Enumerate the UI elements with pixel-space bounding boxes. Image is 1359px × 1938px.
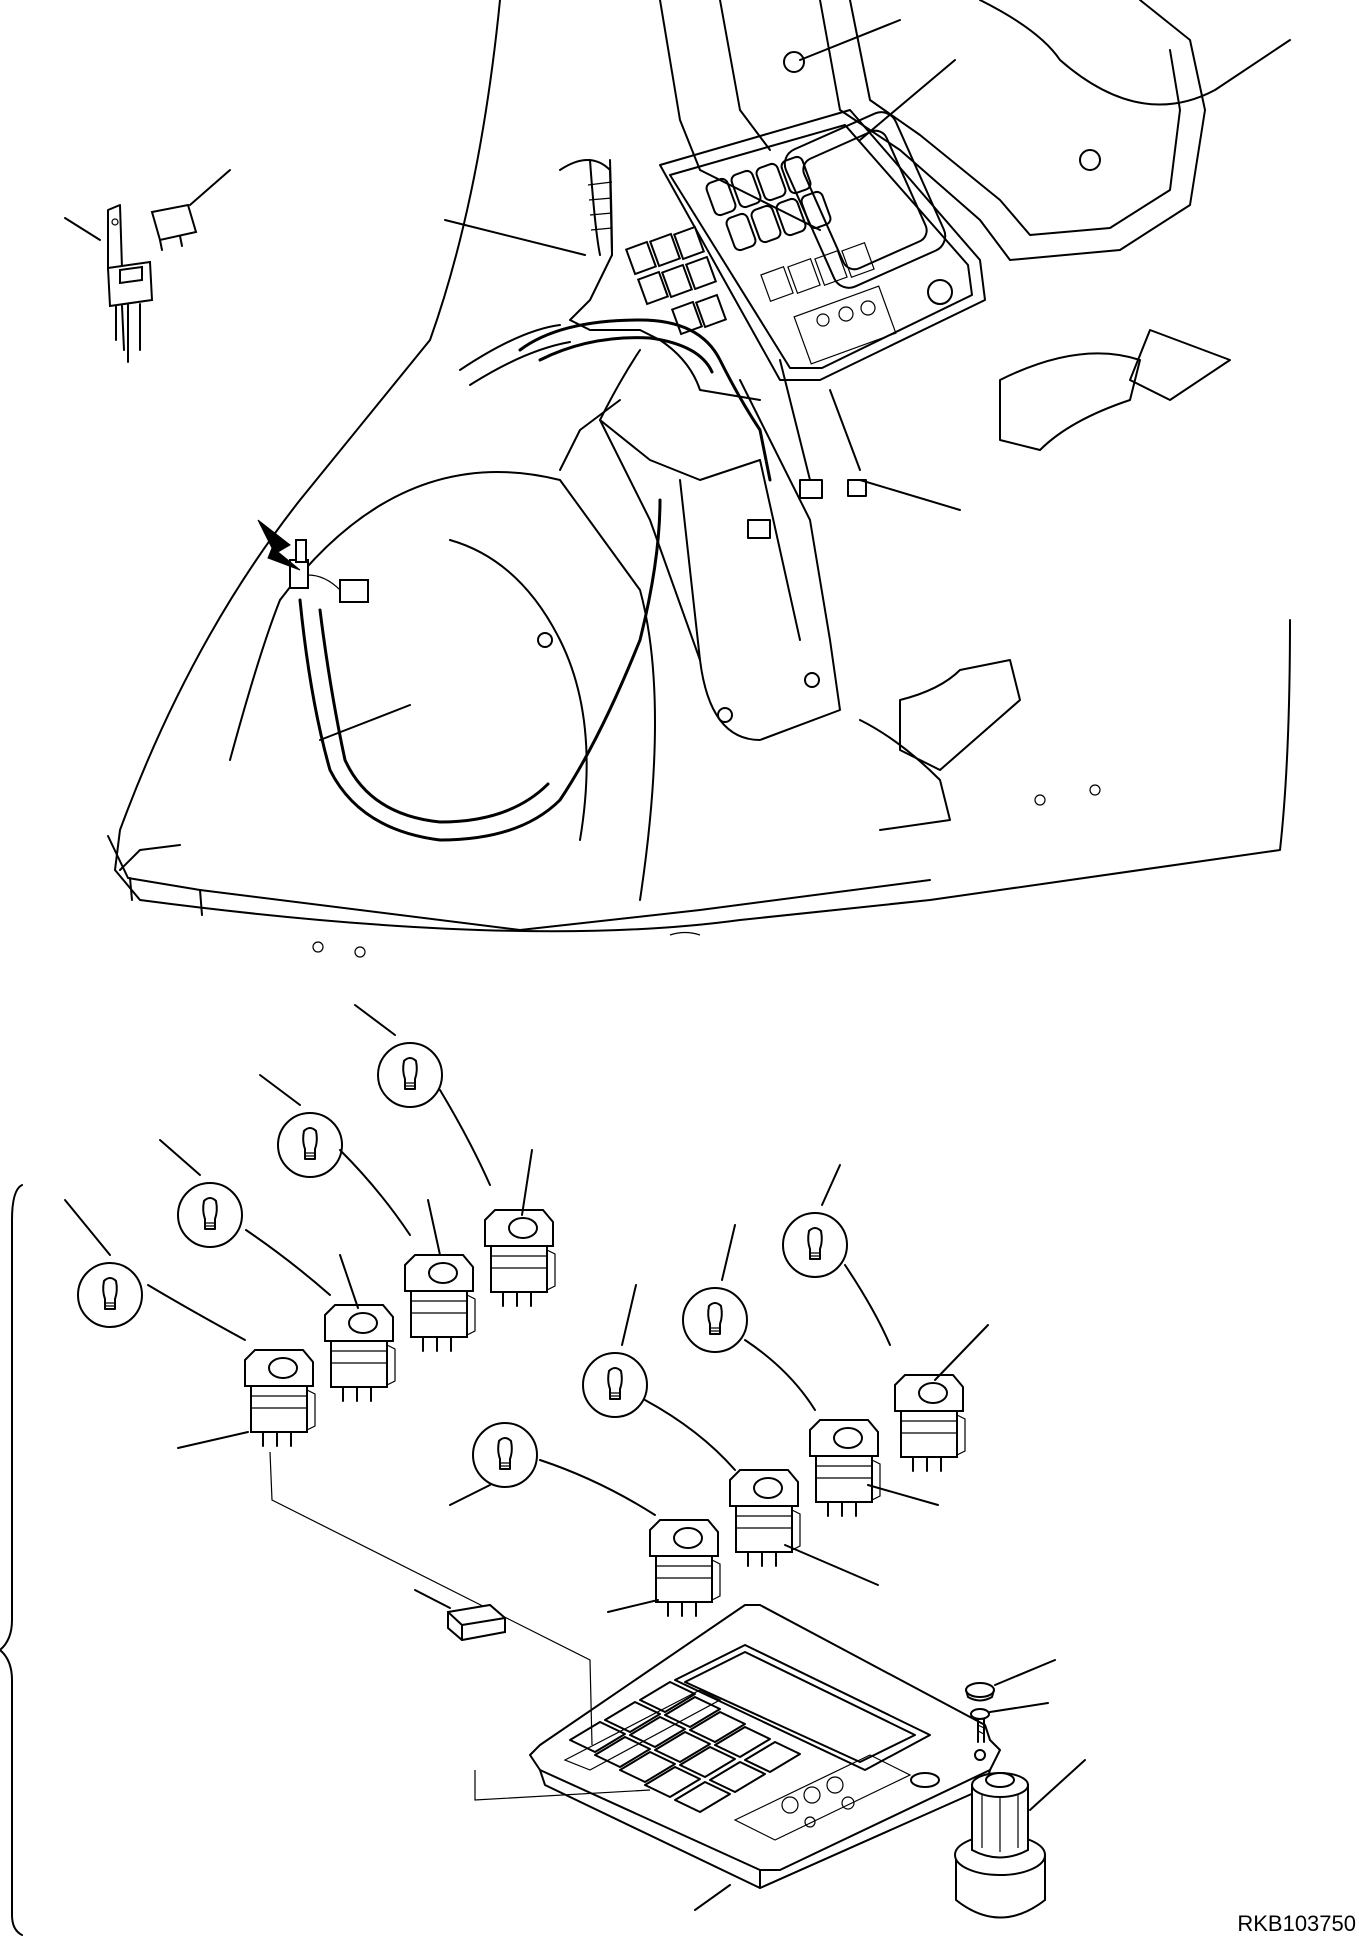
switch-set-left [64, 1004, 556, 1449]
operator-console-assembly [107, 0, 1291, 958]
switch-set-right [449, 1164, 989, 1617]
cap-and-screw-parts [965, 1659, 1056, 1743]
switch-panel-part [269, 1451, 1001, 1911]
drawing-code: RKB103750 [1237, 1911, 1356, 1936]
relay-part [64, 169, 231, 363]
key-switch-part [954, 1759, 1086, 1919]
blank-plug-part [414, 1589, 506, 1642]
group-brace [0, 1184, 23, 1936]
